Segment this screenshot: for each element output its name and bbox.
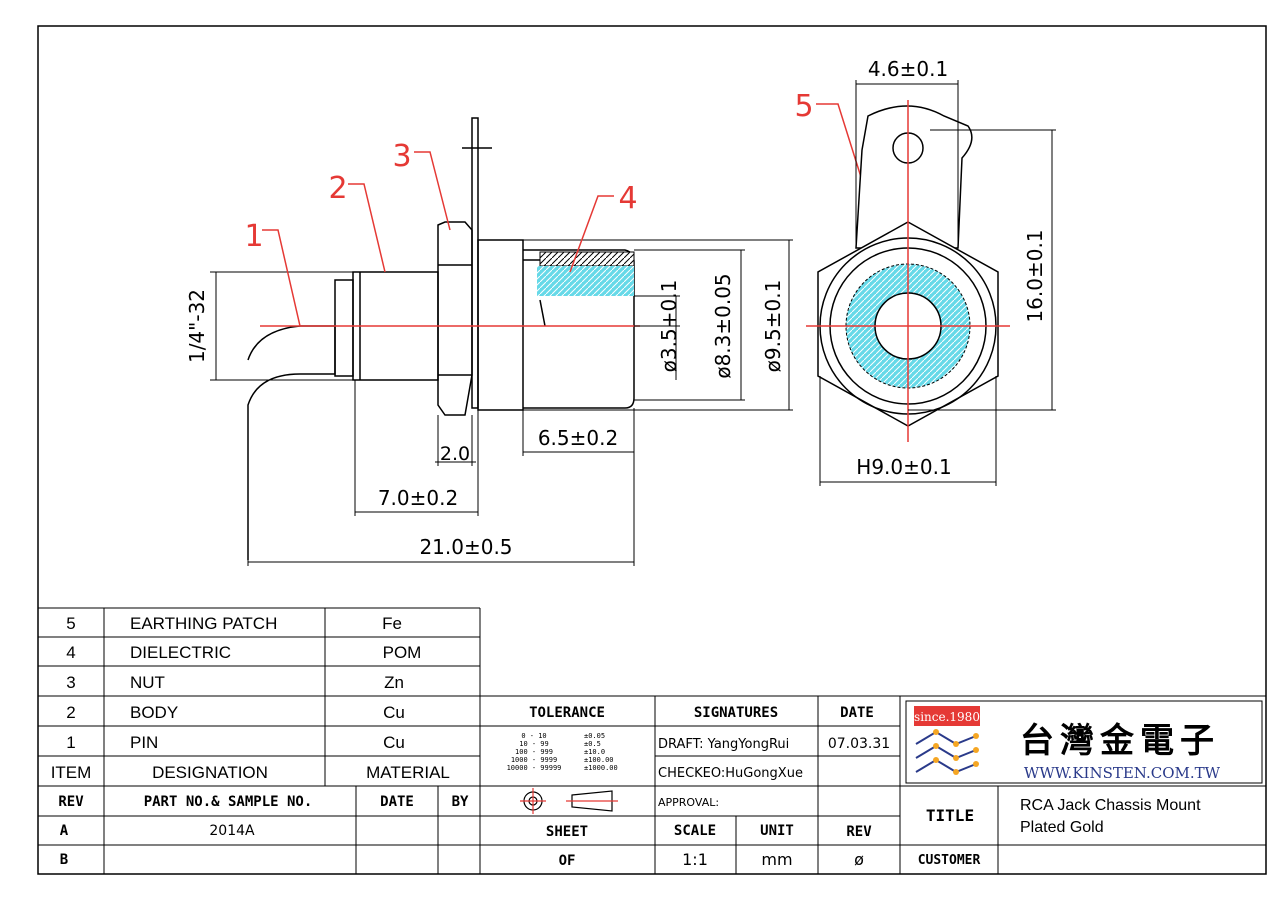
rev-label: REV [846,824,872,840]
since-badge [914,706,980,726]
earthing-tab [855,105,973,249]
bom-material: POM [383,643,422,662]
tolerance-value: ±100.00 [584,756,614,764]
bom-header-designation: DESIGNATION [152,763,268,782]
tolerance-table: 0 - 10 10 - 99 100 - 999 1000 - 9999 100… [507,732,618,772]
dim-nut-length: 2.0 [440,443,470,465]
callout-3: 3 [392,139,411,174]
side-dimension-lines [210,239,793,566]
signature-date-label: DATE [840,705,874,721]
title-line-2: Plated Gold [1020,819,1104,836]
checked-name: CHECKEO:HuGongXue [658,766,803,781]
earthing-plate [471,117,479,409]
of-label: OF [559,853,576,869]
unit-label: UNIT [760,823,794,839]
since-text: since.1980 [914,710,980,724]
rev-header-rev: REV [58,794,84,810]
approval-label: APPROVAL: [658,796,719,809]
bom-item: 5 [66,614,75,633]
rev-value: ø [854,850,864,869]
bom-row-3: 3 NUT Zn [66,673,404,692]
draft-name: DRAFT: YangYongRui [658,737,789,752]
rev-row-a-part: 2014A [209,823,255,839]
rev-row-b: B [60,852,68,868]
bom-material: Fe [382,614,402,633]
callout-2: 2 [328,171,347,206]
bom-header-material: MATERIAL [366,763,450,782]
tolerance-label: TOLERANCE [529,705,605,721]
bom-table-grid [38,607,1266,874]
dim-outer-diameter: ø9.5±0.1 [761,280,785,373]
front-dimension-lines [819,80,1056,486]
flange [477,239,524,411]
rev-header-by: BY [452,794,469,810]
tolerance-value: ±0.5 [584,740,601,748]
tolerance-value: ±1000.00 [584,764,618,772]
nut-profile [437,221,473,416]
callout-4: 4 [618,181,637,216]
pin-outline [247,325,336,560]
tolerance-range: 10 - 99 [519,740,549,748]
sleeve [523,249,635,409]
bom-designation: EARTHING PATCH [130,614,277,633]
bom-item: 4 [66,643,75,662]
bom-row-4: 4 DIELECTRIC POM [66,643,421,662]
callout-1: 1 [244,219,263,254]
dim-thread: 1/4"-32 [185,289,209,363]
draft-date: 07.03.31 [828,736,890,752]
rev-header-date: DATE [380,794,414,810]
dim-total-length: 21.0±0.5 [419,535,512,559]
company-name: 台灣金電子 [1020,721,1220,761]
company-website: WWW.KINSTEN.COM.TW [1024,764,1221,782]
bom-material: Cu [383,733,405,752]
bom-header-item: ITEM [51,763,92,782]
scale-label: SCALE [674,823,716,839]
bom-designation: NUT [130,673,165,692]
tolerance-range: 100 - 999 [515,748,553,756]
bom-item: 3 [66,673,75,692]
bom-row-5: 5 EARTHING PATCH Fe [66,614,402,633]
rev-header-part: PART NO.& SAMPLE NO. [144,794,313,810]
company-logo: since.1980 台灣金電子 WWW.KINSTEN.COM.TW [905,700,1263,784]
dim-height: 16.0±0.1 [1023,229,1047,322]
tolerance-range: 10000 - 99999 [507,764,562,772]
bom-designation: PIN [130,733,158,752]
projection-symbol-icon [520,788,618,814]
bom-material: Zn [384,673,404,692]
circuit-logo-icon [915,730,977,774]
dim-tab-width: 4.6±0.1 [868,57,948,81]
signatures-label: SIGNATURES [694,705,778,721]
centerlines-front [806,100,1010,442]
bom-item: 2 [66,703,75,722]
bom-designation: BODY [130,703,178,722]
dim-pin-diameter: ø3.5+0.1 [657,280,681,373]
callout-5: 5 [794,89,813,124]
bom-row-1: 1 PIN Cu [66,733,405,752]
dim-inner-diameter: ø8.3±0.05 [711,273,735,378]
dim-hex: H9.0±0.1 [856,455,951,479]
tolerance-value: ±10.0 [584,748,605,756]
circuit-logo-nodes-icon [933,729,979,775]
unit-value: mm [761,850,792,869]
dim-body-length: 7.0±0.2 [378,486,458,510]
sleeve-hatch [539,251,635,267]
bom-row-2: 2 BODY Cu [66,703,405,722]
tolerance-range: 1000 - 9999 [511,756,557,764]
title-line-1: RCA Jack Chassis Mount [1020,797,1201,814]
tolerance-range: 0 - 10 [521,732,546,740]
pin-shoulder [334,279,354,377]
dielectric-fill [537,266,634,296]
customer-label: CUSTOMER [918,853,981,868]
scale-value: 1:1 [682,850,708,869]
title-label: TITLE [926,806,974,825]
dim-sleeve-length: 6.5±0.2 [538,426,618,450]
rev-row-a: A [60,823,69,839]
bom-item: 1 [66,733,75,752]
drawing-border [37,25,1267,875]
sheet-label: SHEET [546,824,588,840]
bom-material: Cu [383,703,405,722]
bom-designation: DIELECTRIC [130,643,231,662]
tolerance-value: ±0.05 [584,732,605,740]
